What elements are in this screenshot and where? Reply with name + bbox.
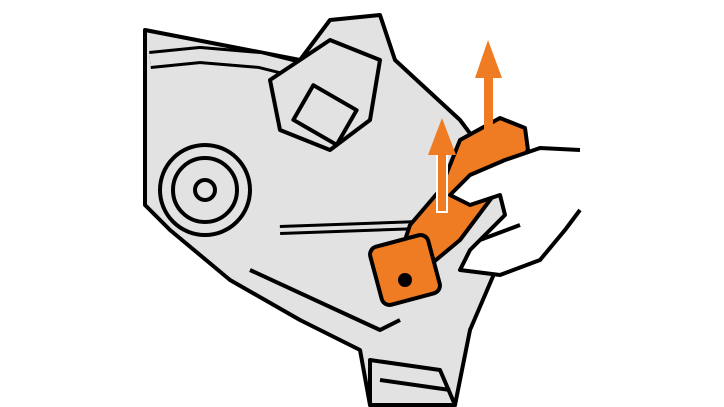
arrow-up-icon (428, 118, 456, 213)
arrow-up-icon (475, 40, 502, 134)
vacuum-body (143, 13, 522, 407)
hand (448, 146, 582, 277)
brush-roll-end-cap (368, 233, 442, 307)
